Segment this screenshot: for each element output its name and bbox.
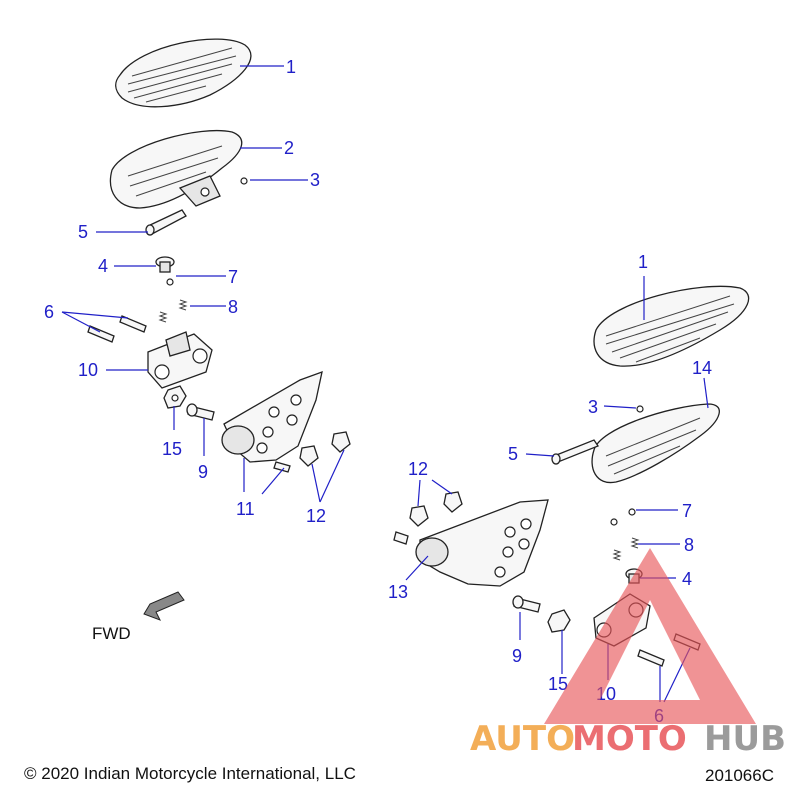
callout-left-7: 7 <box>228 267 238 287</box>
right-bracket-bolt <box>512 595 541 613</box>
right-nut <box>547 609 571 633</box>
right-detent-ball <box>628 508 636 516</box>
left-bracket-bolt <box>186 403 215 421</box>
callout-left-8: 8 <box>228 297 238 317</box>
callout-right-14: 14 <box>692 358 712 378</box>
callout-left-2: 2 <box>284 138 294 158</box>
leader-lines <box>61 65 709 703</box>
callout-right-9: 9 <box>512 646 522 666</box>
callout-right-13: 13 <box>388 582 408 602</box>
copyright-notice: © 2020 Indian Motorcycle International, … <box>24 764 356 783</box>
callout-left-15: 15 <box>162 439 182 459</box>
left-detent-ball <box>166 278 174 286</box>
callout-left-10: 10 <box>78 360 98 380</box>
right-floorboard-pad <box>593 285 750 367</box>
right-pivot-pin <box>551 439 599 465</box>
callout-right-7: 7 <box>682 501 692 521</box>
callout-left-12: 12 <box>306 506 326 526</box>
left-small-pin <box>273 461 291 473</box>
callout-left-3: 3 <box>310 170 320 190</box>
fwd-arrow-icon <box>143 591 185 621</box>
automotohub-watermark: AUTO MOTO HUB <box>470 548 786 759</box>
right-small-pin <box>393 531 409 545</box>
callout-right-12: 12 <box>408 459 428 479</box>
left-nut <box>163 385 187 409</box>
right-o-ring <box>636 405 644 413</box>
watermark-hub: HUB <box>704 719 786 759</box>
callout-right-15: 15 <box>548 674 568 694</box>
left-mount-bracket <box>147 331 213 389</box>
callout-right-3: 3 <box>588 397 598 417</box>
callout-right-5: 5 <box>508 444 518 464</box>
fwd-label: FWD <box>92 624 131 643</box>
callout-right-4: 4 <box>682 569 692 589</box>
callout-left-5: 5 <box>78 222 88 242</box>
right-floorboard <box>591 403 720 484</box>
callout-left-9: 9 <box>198 462 208 482</box>
left-floorboard <box>109 129 243 209</box>
callout-right-8: 8 <box>684 535 694 555</box>
left-detent-plunger <box>155 256 175 273</box>
left-o-ring <box>240 177 248 185</box>
callout-left-6: 6 <box>44 302 54 322</box>
callout-left-1: 1 <box>286 57 296 77</box>
left-detent-springs <box>158 299 188 323</box>
watermark-moto: MOTO <box>572 719 687 759</box>
callouts-right: 1 14 3 5 12 7 8 13 4 9 15 10 6 <box>388 252 712 726</box>
callout-left-4: 4 <box>98 256 108 276</box>
right-support-plate <box>415 499 549 587</box>
watermark-auto: AUTO <box>470 719 575 759</box>
right-detent-springs <box>612 537 640 561</box>
callouts-left: 1 2 3 5 4 7 6 8 10 15 9 11 12 <box>44 57 326 526</box>
right-nuts <box>409 491 463 527</box>
callout-right-1: 1 <box>638 252 648 272</box>
watermark-triangle-icon <box>544 548 756 724</box>
left-nuts <box>299 431 351 467</box>
diagram-code: 201066C <box>704 766 774 785</box>
right-detent-ball-2 <box>610 518 618 526</box>
left-floorboard-pad <box>115 38 252 108</box>
left-bolts <box>87 315 147 343</box>
left-pivot-pin <box>145 209 187 236</box>
callout-left-11: 11 <box>236 499 255 519</box>
left-support-plate <box>221 370 323 463</box>
